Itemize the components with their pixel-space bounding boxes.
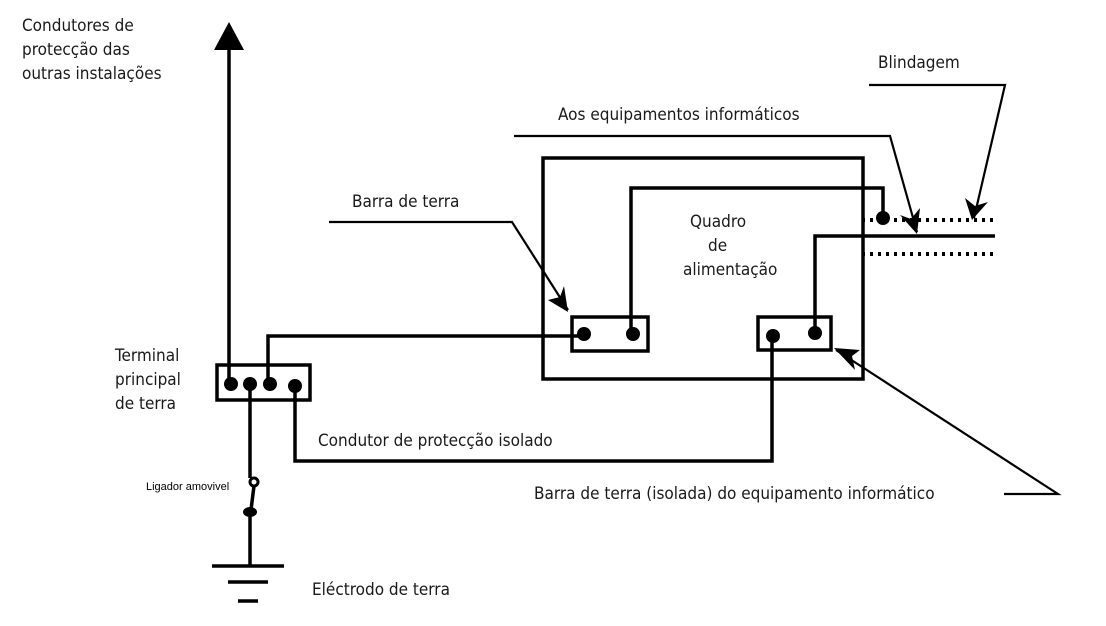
terminal-dot — [263, 377, 277, 391]
earth-bar-conductor — [266, 334, 584, 384]
main-terminal-label-3: de terra — [115, 394, 176, 414]
switchboard — [541, 156, 865, 381]
main-terminal-label-1: Terminal — [114, 346, 179, 366]
arrow-icon — [548, 286, 568, 312]
other-installations-label-3: outras instalações — [22, 64, 162, 84]
earth-bar-label: Barra de terra — [352, 192, 459, 212]
switchboard-label-1: Quadro — [690, 212, 746, 232]
earth-electrode-label: Eléctrodo de terra — [312, 580, 450, 600]
link-ring-top — [248, 476, 260, 488]
it-equipment-conductor — [813, 234, 995, 333]
shield-label: Blindagem — [878, 53, 960, 73]
isolated-earth-bar — [756, 315, 833, 352]
arrow-icon — [834, 348, 860, 370]
switchboard-label-2: de — [708, 236, 727, 256]
main-terminal-label-2: principal — [115, 370, 181, 390]
it-equipment-label: Aos equipamentos informáticos — [558, 105, 800, 125]
earth-bar-pointer — [329, 220, 569, 311]
it-equipment-pointer — [514, 134, 919, 233]
isolated-bar-dot — [766, 329, 780, 343]
earth-bar-dot — [626, 327, 640, 341]
other-installations-label-2: protecção das — [22, 40, 130, 60]
shield-pointer — [869, 83, 1007, 219]
shield-conductor — [629, 186, 885, 334]
arrow-up-icon — [214, 22, 244, 50]
isolated-earth-bar-label: Barra de terra (isolada) do equipamento … — [534, 484, 935, 504]
earth-bar-dot — [577, 327, 591, 341]
removable-link — [249, 485, 256, 511]
insulated-protection-conductor — [293, 336, 774, 463]
isolated-bar-pointer — [835, 349, 1062, 496]
arrow-icon — [965, 198, 988, 220]
other-installations-label-1: Condutores de — [22, 16, 134, 36]
removable-link-label: Ligador amovivel — [146, 481, 229, 493]
insulated-conductor-label: Condutor de protecção isolado — [318, 431, 553, 451]
switchboard-label-3: alimentação — [683, 260, 777, 280]
arrow-icon — [900, 208, 920, 234]
earth-bar — [570, 315, 650, 353]
terminal-dot — [224, 377, 238, 391]
main-earth-terminal — [215, 363, 312, 402]
